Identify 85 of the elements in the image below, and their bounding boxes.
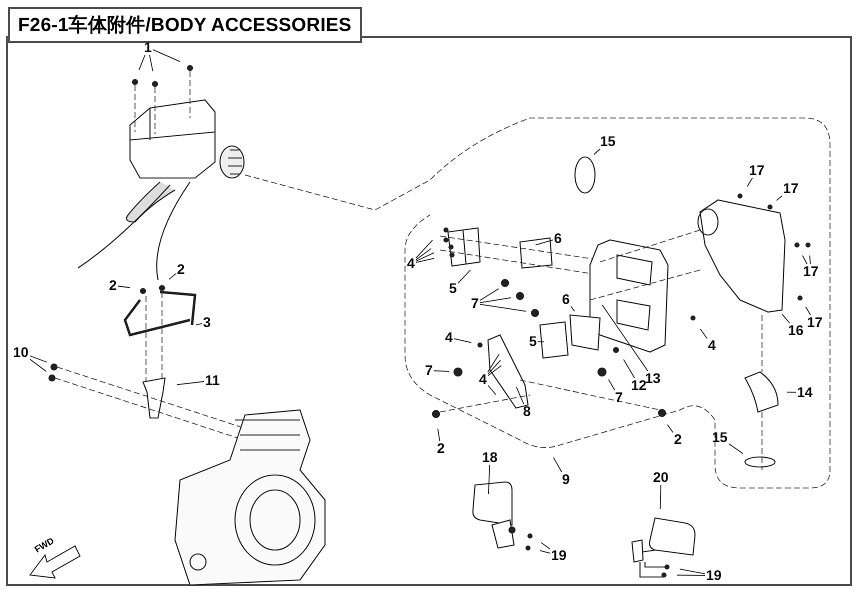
leader-line [594, 148, 600, 155]
callout-number: 4 [707, 338, 717, 353]
leader-line [138, 54, 146, 70]
leader-line [660, 484, 662, 510]
leader-line [416, 248, 432, 260]
leader-line [728, 443, 744, 454]
callout-number: 7 [614, 390, 624, 405]
leader-line [149, 54, 154, 72]
leader-line [480, 288, 500, 301]
callout-number: 4 [444, 330, 454, 345]
callout-number: 16 [787, 323, 805, 338]
leader-line [416, 240, 433, 259]
leader-line [679, 568, 706, 574]
callout-number: 19 [550, 548, 568, 563]
leader-line [416, 252, 434, 262]
callout-number: 8 [522, 404, 532, 419]
leader-line [802, 255, 808, 264]
leader-line [602, 304, 648, 372]
leader-line [168, 273, 176, 280]
title: F26-1车体附件/BODY ACCESSORIES [8, 7, 362, 43]
callout-number: 2 [108, 278, 118, 293]
callout-number: 9 [561, 472, 571, 487]
leader-line [152, 49, 180, 62]
callout-number: 4 [406, 256, 416, 271]
leader-line [176, 381, 204, 386]
leader-line [454, 338, 472, 343]
callout-number: 11 [204, 373, 221, 388]
callout-number: 2 [673, 432, 683, 447]
callout-number: 6 [553, 231, 563, 246]
leader-line [746, 178, 753, 187]
leader-line [540, 550, 550, 554]
leader-line [538, 341, 544, 342]
leader-line [535, 240, 554, 246]
callout-number: 3 [202, 315, 212, 330]
callout-number: 12 [630, 378, 648, 393]
leader-line [488, 464, 490, 494]
leader-line [667, 424, 674, 433]
callout-number: 5 [448, 281, 458, 296]
callout-number: 2 [176, 262, 186, 277]
leader-line [480, 297, 512, 304]
callout-number: 5 [528, 334, 538, 349]
leader-line [488, 384, 496, 396]
leader-line [434, 370, 450, 372]
leader-line [488, 360, 502, 374]
leader-line [623, 359, 636, 378]
callout-number: 14 [796, 385, 814, 400]
leader-line [196, 323, 202, 326]
leader-line [416, 258, 435, 263]
leader-line [480, 304, 527, 312]
callout-number: 1 [143, 40, 153, 55]
callout-number: 7 [424, 363, 434, 378]
direction-label: FWD [32, 536, 56, 554]
leader-line [458, 270, 471, 284]
leader-line [608, 379, 616, 390]
leader-line [118, 286, 131, 288]
callout-number: 19 [705, 568, 723, 583]
leader-line [553, 457, 562, 472]
callout-number: 10 [12, 345, 30, 360]
leader-line [437, 428, 440, 442]
leader-line [516, 386, 524, 404]
leader-line [809, 255, 811, 264]
leader-line [805, 306, 811, 316]
leader-line [570, 306, 575, 312]
callout-number: 6 [561, 292, 571, 307]
callout-number: 17 [748, 163, 766, 178]
callout-number: 17 [802, 264, 820, 279]
callout-number: 15 [711, 430, 729, 445]
callout-number: 20 [652, 470, 670, 485]
leader-line [30, 355, 48, 363]
leader-line [30, 358, 47, 372]
leader-line [700, 328, 708, 339]
leader-line [488, 365, 502, 376]
callout-number: 17 [782, 181, 800, 196]
leader-line [487, 354, 500, 372]
callout-number: 7 [470, 296, 480, 311]
callout-number: 4 [478, 372, 488, 387]
callout-number: 18 [481, 450, 499, 465]
leader-line [776, 195, 782, 201]
callout-number: 2 [436, 441, 446, 456]
leader-line [782, 314, 790, 324]
leader-line [676, 574, 706, 576]
callout-number: 15 [599, 134, 617, 149]
leader-line [786, 392, 796, 393]
leader-line [540, 542, 550, 550]
callout-number: 17 [806, 315, 824, 330]
